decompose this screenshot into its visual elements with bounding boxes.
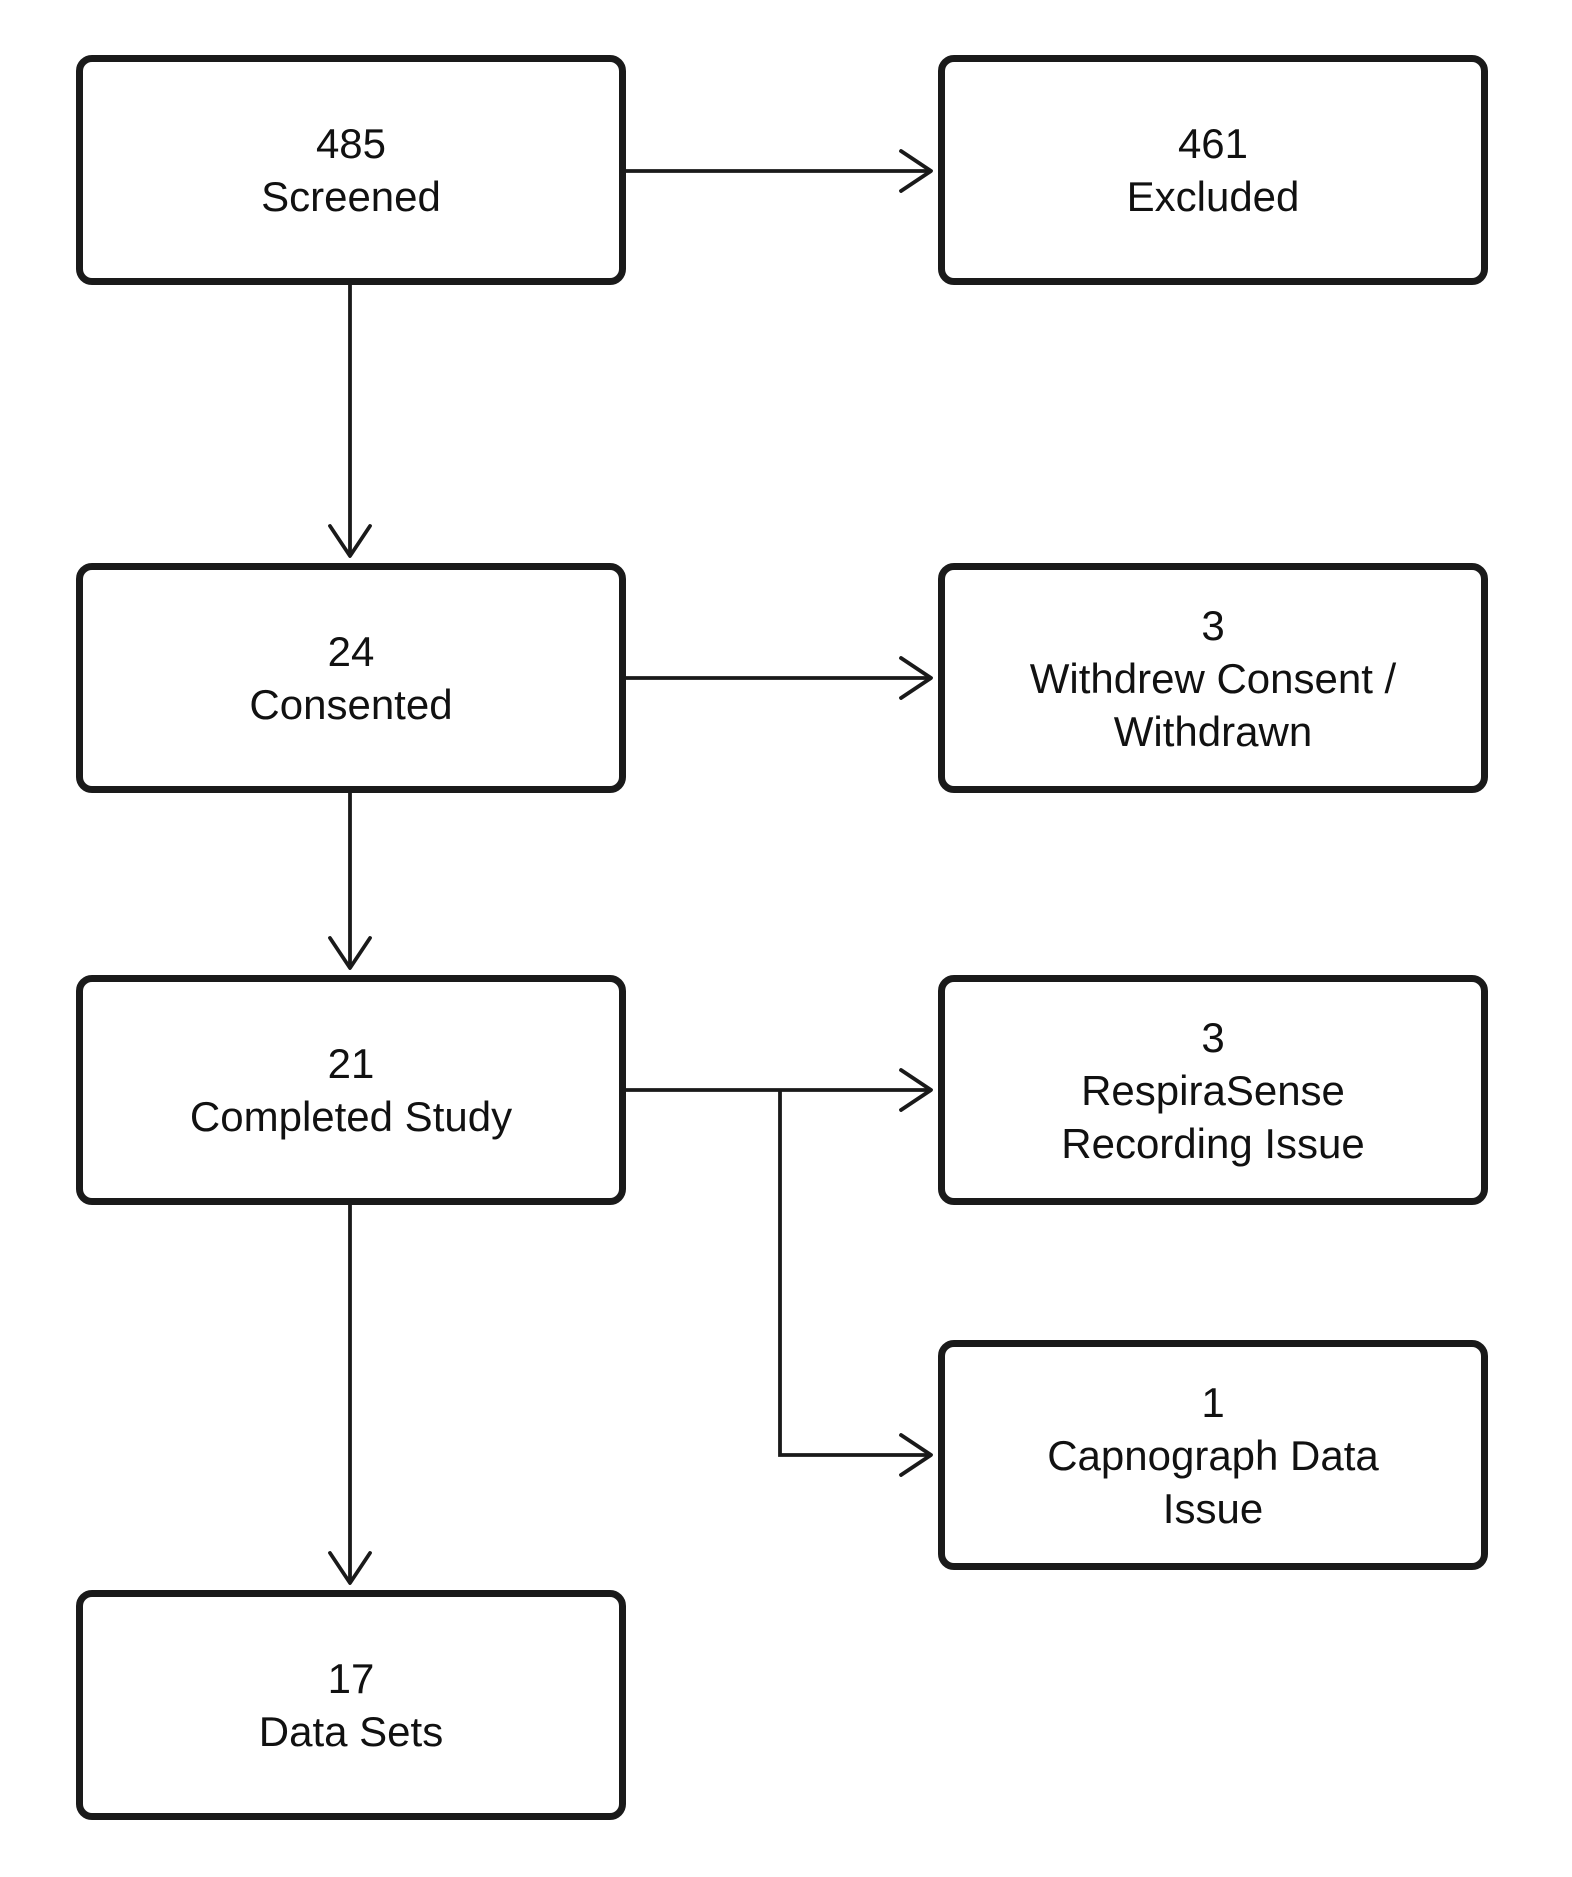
node-excluded-value: 461 bbox=[1177, 120, 1249, 167]
node-excluded: 461 Excluded bbox=[938, 55, 1488, 285]
connector-completed-capnograph bbox=[778, 1090, 933, 1477]
node-completed-label: Completed Study bbox=[189, 1093, 513, 1140]
node-withdrew-label: Withdrew Consent / Withdrawn bbox=[1029, 654, 1397, 755]
node-screened: 485 Screened bbox=[76, 55, 626, 285]
node-capnograph-label: Capnograph Data Issue bbox=[1047, 1431, 1379, 1532]
node-capnograph-value: 1 bbox=[1201, 1378, 1225, 1426]
node-consented: 24 Consented bbox=[76, 563, 626, 793]
node-respirasense-value: 3 bbox=[1201, 1013, 1225, 1061]
node-excluded-label: Excluded bbox=[1126, 173, 1300, 220]
node-respirasense-label: RespiraSense Recording Issue bbox=[1061, 1066, 1365, 1167]
node-completed: 21 Completed Study bbox=[76, 975, 626, 1205]
node-datasets-label: Data Sets bbox=[258, 1708, 444, 1755]
node-screened-label: Screened bbox=[261, 173, 441, 220]
node-datasets: 17 Data Sets bbox=[76, 1590, 626, 1820]
node-screened-value: 485 bbox=[315, 120, 387, 167]
node-withdrew-value: 3 bbox=[1201, 601, 1225, 649]
node-consented-label: Consented bbox=[249, 681, 453, 728]
node-consented-value: 24 bbox=[327, 628, 375, 675]
node-capnograph: 1 Capnograph Data Issue bbox=[938, 1340, 1488, 1570]
node-withdrew: 3 Withdrew Consent / Withdrawn bbox=[938, 563, 1488, 793]
node-respirasense: 3 RespiraSense Recording Issue bbox=[938, 975, 1488, 1205]
node-completed-value: 21 bbox=[327, 1040, 375, 1087]
node-datasets-value: 17 bbox=[327, 1655, 375, 1702]
